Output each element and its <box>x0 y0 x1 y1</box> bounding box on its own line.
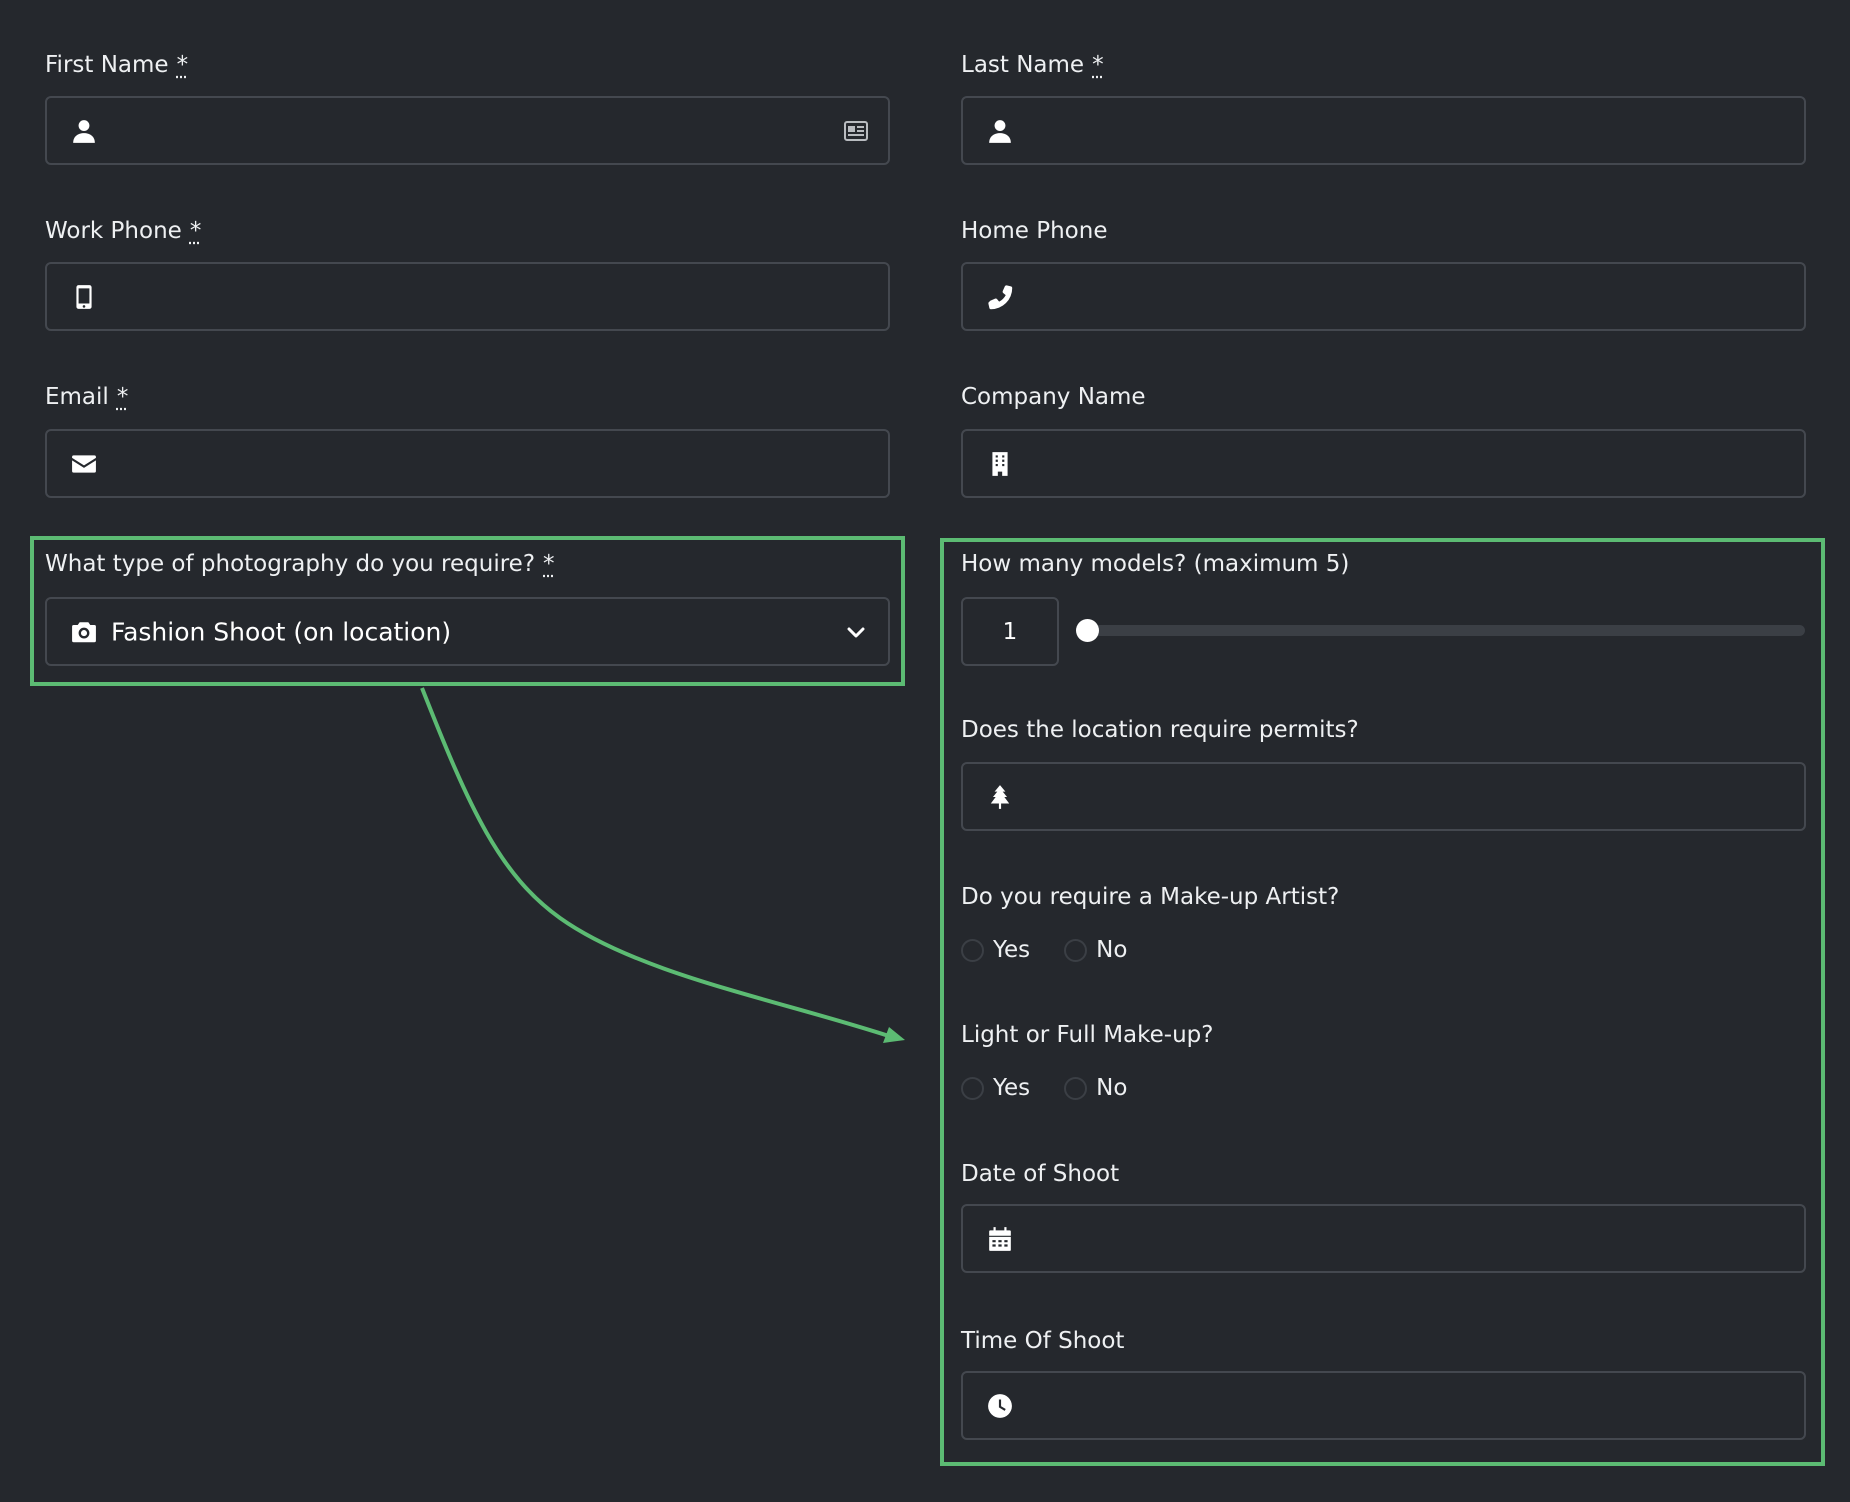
makeup-artist-label: Do you require a Make-up Artist? <box>961 884 1340 910</box>
makeup-artist-radio-group: Yes No <box>961 937 1161 963</box>
envelope-icon <box>71 451 97 477</box>
id-card-icon[interactable] <box>842 117 870 145</box>
last-name-field[interactable] <box>961 96 1806 165</box>
makeup-artist-no-radio[interactable]: No <box>1064 937 1127 963</box>
company-name-field[interactable] <box>961 429 1806 498</box>
work-phone-label: Work Phone* <box>45 218 202 244</box>
last-name-input[interactable] <box>1033 98 1734 163</box>
first-name-label: First Name* <box>45 52 189 78</box>
models-slider-track[interactable] <box>1082 625 1805 636</box>
user-icon <box>71 118 97 144</box>
radio-circle[interactable] <box>961 1076 984 1100</box>
phone-icon <box>987 284 1013 310</box>
photography-type-select[interactable]: Fashion Shoot (on location) <box>45 597 890 666</box>
building-icon <box>987 451 1013 477</box>
clock-icon <box>987 1393 1013 1419</box>
permits-label: Does the location require permits? <box>961 717 1359 743</box>
makeup-type-yes-radio[interactable]: Yes <box>961 1075 1030 1101</box>
home-phone-field[interactable] <box>961 262 1806 331</box>
chevron-down-icon[interactable] <box>842 618 870 646</box>
makeup-type-label: Light or Full Make-up? <box>961 1022 1214 1048</box>
conditional-fields-highlight <box>940 538 1825 1466</box>
photography-type-value: Fashion Shoot (on location) <box>111 617 452 646</box>
makeup-type-no-radio[interactable]: No <box>1064 1075 1127 1101</box>
permits-field[interactable] <box>961 762 1806 831</box>
models-label: How many models? (maximum 5) <box>961 551 1350 577</box>
radio-circle[interactable] <box>961 938 984 962</box>
photography-type-label: What type of photography do you require?… <box>45 551 555 577</box>
date-of-shoot-label: Date of Shoot <box>961 1161 1120 1187</box>
work-phone-input[interactable] <box>117 264 818 329</box>
models-number-input[interactable]: 1 <box>961 597 1059 666</box>
last-name-label: Last Name* <box>961 52 1104 78</box>
email-label: Email* <box>45 384 129 410</box>
date-of-shoot-input[interactable] <box>1033 1206 1734 1271</box>
calendar-icon <box>987 1226 1013 1252</box>
mobile-icon <box>71 284 97 310</box>
models-slider-thumb[interactable] <box>1076 619 1099 642</box>
email-input[interactable] <box>117 431 818 496</box>
permits-input[interactable] <box>1033 764 1734 829</box>
makeup-artist-yes-radio[interactable]: Yes <box>961 937 1030 963</box>
home-phone-input[interactable] <box>1033 264 1734 329</box>
date-of-shoot-field[interactable] <box>961 1204 1806 1273</box>
first-name-field[interactable] <box>45 96 890 165</box>
radio-circle[interactable] <box>1064 938 1088 962</box>
tree-icon <box>987 784 1013 810</box>
time-of-shoot-label: Time Of Shoot <box>961 1328 1125 1354</box>
work-phone-field[interactable] <box>45 262 890 331</box>
company-name-input[interactable] <box>1033 431 1734 496</box>
user-icon <box>987 118 1013 144</box>
time-of-shoot-input[interactable] <box>1033 1373 1734 1438</box>
first-name-input[interactable] <box>117 98 818 163</box>
time-of-shoot-field[interactable] <box>961 1371 1806 1440</box>
makeup-type-radio-group: Yes No <box>961 1075 1161 1101</box>
email-field[interactable] <box>45 429 890 498</box>
radio-circle[interactable] <box>1064 1076 1088 1100</box>
models-value: 1 <box>1002 618 1018 645</box>
camera-icon <box>71 619 97 645</box>
home-phone-label: Home Phone <box>961 218 1108 244</box>
company-name-label: Company Name <box>961 384 1146 410</box>
